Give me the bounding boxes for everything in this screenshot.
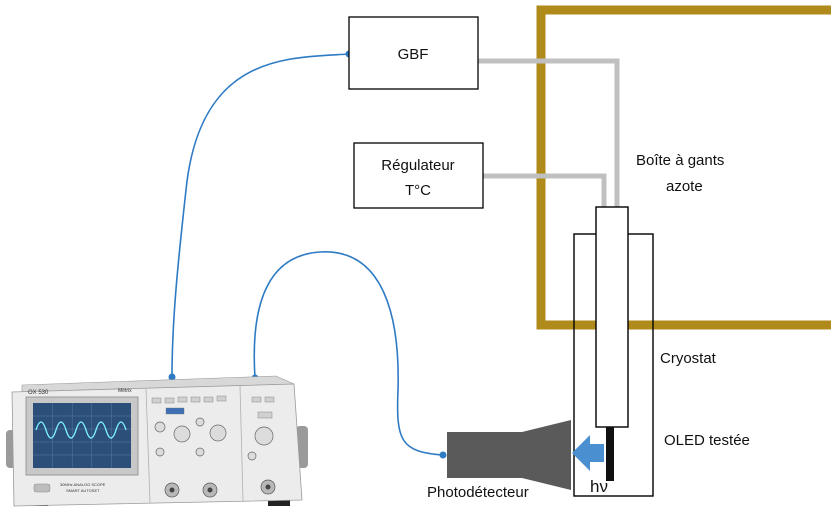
photon-label: hν [590,477,608,496]
scope-sub-line: SMART AUTOSET [66,488,100,493]
regulator-label-line2: T°C [405,182,431,199]
gbf-wire [172,54,349,377]
regulator-label-line1: Régulateur [381,157,454,174]
oscilloscope: OX 530 Métrix 30MHz ANALOG SCOPE SMART A… [6,376,308,506]
glovebox-label-line1: Boîte à gants [636,152,724,169]
oled-sample [606,427,614,481]
scope-model: OX 530 [28,390,49,396]
detector-wire-end [440,452,447,459]
cryostat-label: Cryostat [660,350,717,367]
glovebox-label-line2: azote [666,178,703,195]
photodetector-label: Photodétecteur [427,484,529,501]
photodetector [447,420,571,490]
gbf-line [478,61,617,207]
scope-brand: Métrix [118,388,132,394]
sample-rod [596,207,628,427]
light-arrow [572,435,604,471]
oled-label: OLED testée [664,432,750,449]
scope-model-line: 30MHz ANALOG SCOPE [60,482,106,487]
gbf-label: GBF [398,46,429,63]
